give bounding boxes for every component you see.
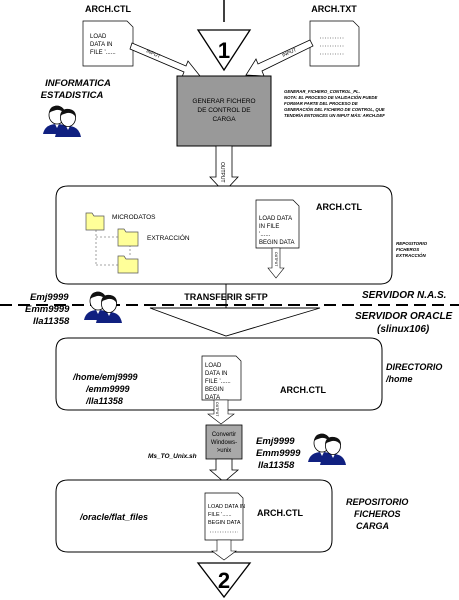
panel2-path: /home/emj9999 — [72, 372, 138, 382]
repositorio-extraccion-panel: ARCH.CTL MICRODATOS EXTRACCIÓN LOAD DATA… — [55, 185, 428, 285]
convert-box-line: Convertir — [212, 432, 236, 438]
servidor-oracle-host: (slinux106) — [377, 324, 430, 335]
transferir-sftp-arrow: TRANSFERIR SFTP — [149, 284, 321, 337]
panel1-doc-line: BEGIN DATA — [259, 240, 294, 246]
folder-icon — [85, 212, 105, 231]
output-label: OUTPUT — [219, 162, 225, 183]
panel2-path: /emm9999 — [85, 384, 130, 394]
folder-icon — [117, 228, 139, 247]
user-right: Emj9999 — [256, 436, 295, 447]
step-2-triangle: 2 — [196, 562, 252, 599]
note-line: FORMAR PARTE DEL PROCESO DE — [284, 101, 358, 106]
microdatos-label: MICRODATOS — [112, 214, 156, 221]
panel2-doc-line: BEGIN — [205, 387, 224, 393]
output-arrow: OUTPUT — [209, 145, 239, 193]
panel2-side-line: DIRECTORIO — [386, 362, 442, 372]
panel3-doc-line: FILE ’...... — [208, 512, 232, 518]
panel3-doc-line: LOAD DATA IN — [208, 504, 245, 510]
directorio-home-panel: /home/emj9999 /emm9999 /lla11358 LOAD DA… — [55, 337, 442, 425]
convert-windows-unix-box: Convertir Windows- >unix — [205, 424, 243, 460]
input-label-right: INPUT — [281, 47, 297, 59]
estadistica-label: ESTADISTICA — [41, 90, 104, 101]
panel3-side-line: CARGA — [356, 521, 389, 531]
panel3-title: ARCH.CTL — [257, 508, 303, 518]
convert-box-line: Windows- — [211, 440, 237, 446]
generar-fichero-box: GENERAR FICHERO DE CONTROL DE CARGA — [176, 75, 272, 147]
step-2-number: 2 — [218, 568, 230, 593]
panel3-path: /oracle/flat_files — [79, 512, 148, 522]
extraccion-label: EXTRACCIÓN — [147, 233, 190, 242]
panel3-side-line: FICHEROS — [354, 509, 401, 519]
panel1-doc-line: ’...... — [259, 232, 271, 238]
generar-note: GENERAR_FICHERO_CONTROL_PL. NOTA: EL PRO… — [284, 89, 385, 118]
input-arrow-right: INPUT — [245, 39, 314, 77]
repositorio-carga-panel: /oracle/flat_files LOAD DATA IN FILE ’..… — [55, 479, 408, 561]
arch-ctl-top-file: ARCH.CTL LOAD DATA IN FILE ’...... — [82, 4, 134, 67]
panel1-output-label: OUTPUT — [274, 252, 278, 267]
panel1-doc-line: IN FILE — [259, 224, 279, 230]
users-icon — [308, 433, 346, 465]
panel2-title: ARCH.CTL — [280, 385, 326, 395]
note-line: GENERAR_FICHERO_CONTROL_PL. — [284, 89, 360, 94]
note-line: NOTA: EL PROCESO DE VALIDACIÓN PUEDE — [284, 95, 377, 100]
user-left: Emm9999 — [25, 304, 70, 315]
panel1-title: ARCH.CTL — [316, 202, 362, 212]
input-arrow-left: INPUT — [129, 42, 201, 78]
user-left: lla11358 — [33, 316, 70, 327]
arch-txt-top-title: ARCH.TXT — [311, 4, 357, 14]
arch-ctl-top-line: LOAD — [90, 34, 107, 40]
panel2-side-line: /home — [385, 374, 413, 384]
generar-box-line: DE CONTROL DE — [197, 107, 251, 114]
servidor-oracle-label: SERVIDOR ORACLE — [355, 311, 453, 322]
arch-ctl-top-line: DATA IN — [90, 42, 112, 48]
note-line: GENERACIÓN DEL FICHERO DE CONTROL, QUE — [284, 107, 385, 112]
arch-txt-top-file: ARCH.TXT — [309, 4, 360, 67]
panel1-doc-line: LOAD DATA — [259, 216, 292, 222]
panel2-doc-line: LOAD — [205, 363, 222, 369]
panel1-side-line: REPOSITORIO — [396, 241, 428, 246]
user-left: Emj9999 — [30, 292, 69, 303]
generar-box-line: CARGA — [212, 116, 236, 123]
convert-output-arrow — [208, 458, 240, 483]
step-1-triangle: 1 — [196, 0, 252, 72]
note-line: TENDRÍA ENTONCES UN INPUT MÁS: ARCH.DEF — [284, 113, 385, 118]
panel1-side-line: FICHEROS — [396, 247, 419, 252]
informatica-label: INFORMATICA — [45, 78, 111, 89]
panel2-doc-line: DATA — [205, 395, 220, 401]
panel2-doc-line: FILE ’...... — [205, 379, 231, 385]
generar-box-line: GENERAR FICHERO — [192, 98, 255, 105]
panel1-side-line: EXTRACCIÓN — [396, 252, 427, 258]
panel3-doc-line: BEGIN DATA — [208, 520, 241, 526]
servidor-nas-label: SERVIDOR N.A.S. — [362, 290, 446, 301]
panel2-path: /lla11358 — [85, 396, 123, 406]
panel2-doc-line: DATA IN — [205, 371, 227, 377]
convert-box-line: >unix — [217, 448, 232, 454]
users-icon — [43, 105, 81, 137]
panel2-output-label: OUTPUT — [215, 402, 219, 417]
panel3-side-line: REPOSITORIO — [346, 497, 408, 507]
user-right: lla11358 — [258, 460, 295, 471]
arch-ctl-top-line: FILE ’...... — [90, 50, 116, 56]
folder-icon — [117, 255, 139, 274]
arch-ctl-top-title: ARCH.CTL — [85, 4, 131, 14]
user-right: Emm9999 — [256, 448, 301, 459]
input-label-left: INPUT — [145, 48, 161, 60]
users-icon — [84, 291, 122, 323]
step-1-number: 1 — [218, 38, 230, 63]
transferir-label: TRANSFERIR SFTP — [184, 292, 268, 302]
script-name-label: Ms_TO_Unix.sh — [148, 453, 197, 460]
